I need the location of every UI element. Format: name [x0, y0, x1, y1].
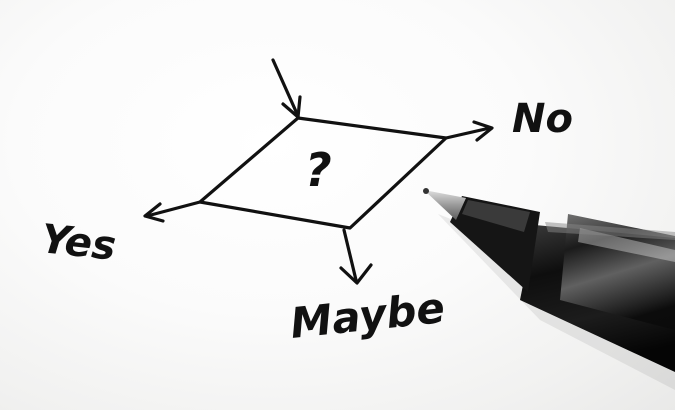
- flowchart-diamond: [198, 116, 448, 230]
- incoming-arrow: [271, 58, 302, 119]
- ballpoint-pen: [423, 188, 675, 390]
- pen-tip-icon: [424, 190, 466, 220]
- no-arrow: [444, 120, 494, 142]
- label-no: No: [512, 96, 573, 142]
- question-mark: ?: [305, 143, 332, 197]
- pen-grip: [560, 214, 675, 330]
- maybe-arrow: [339, 228, 373, 285]
- label-maybe: Maybe: [288, 283, 447, 348]
- label-yes: Yes: [39, 216, 118, 270]
- yes-arrow: [143, 200, 202, 223]
